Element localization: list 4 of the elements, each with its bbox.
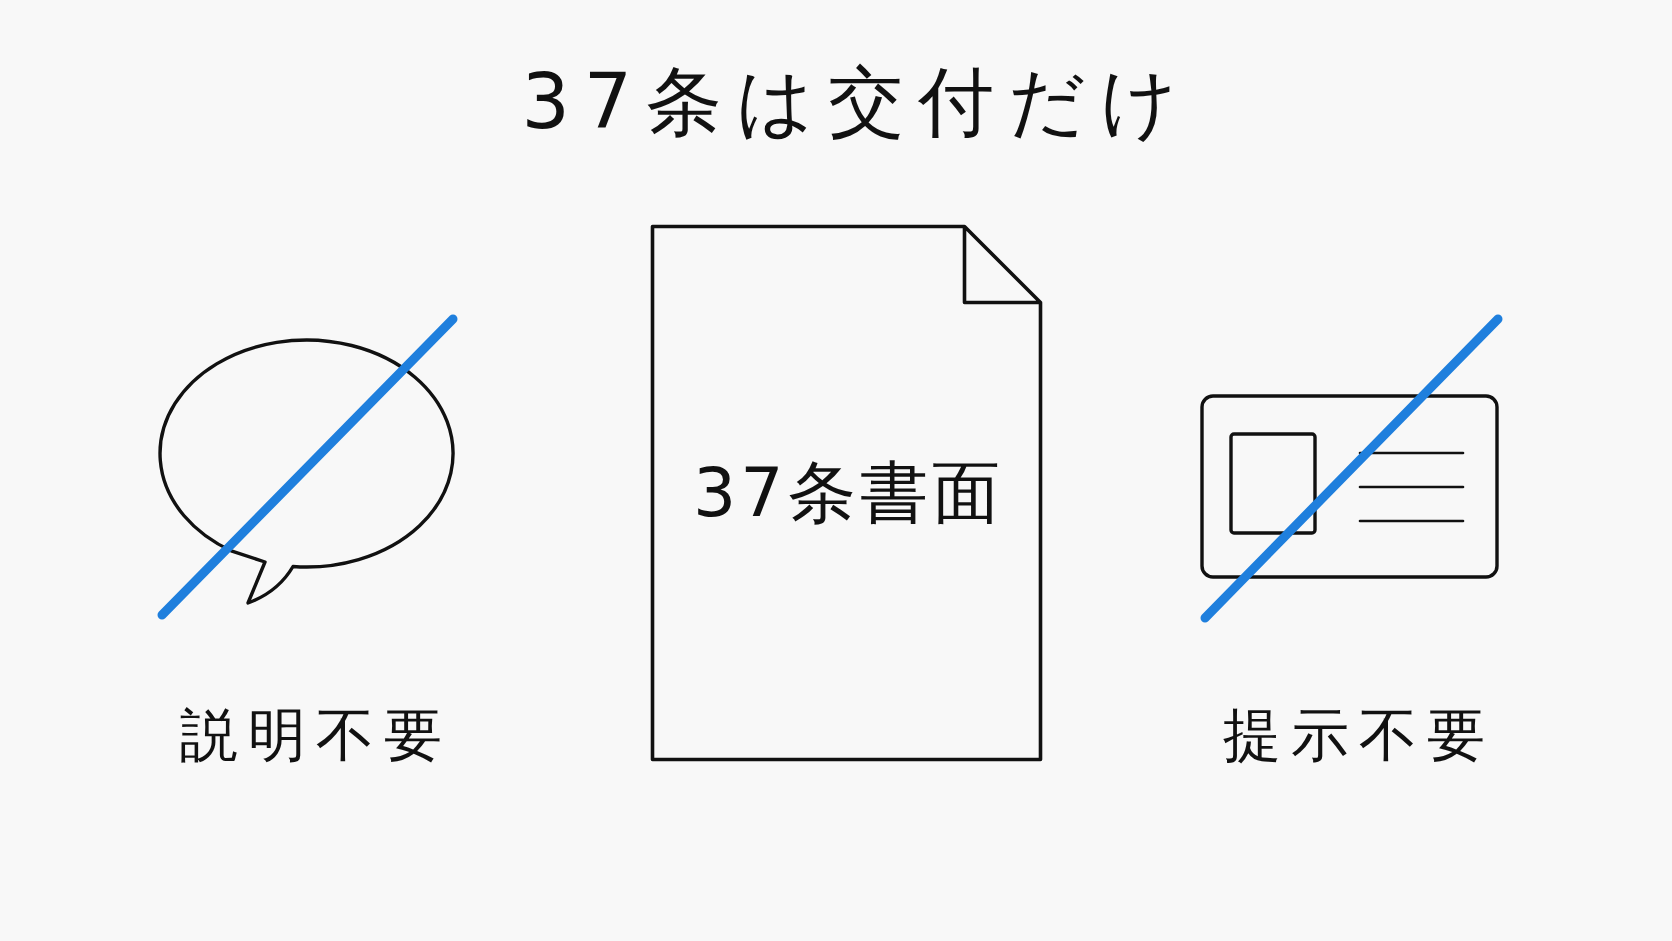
title: 37条は交付だけ — [521, 64, 1193, 140]
node-label: 説明不要 — [179, 706, 452, 764]
node-label: 提示不要 — [1223, 706, 1495, 764]
node-label: 37条書面 — [693, 459, 1004, 527]
